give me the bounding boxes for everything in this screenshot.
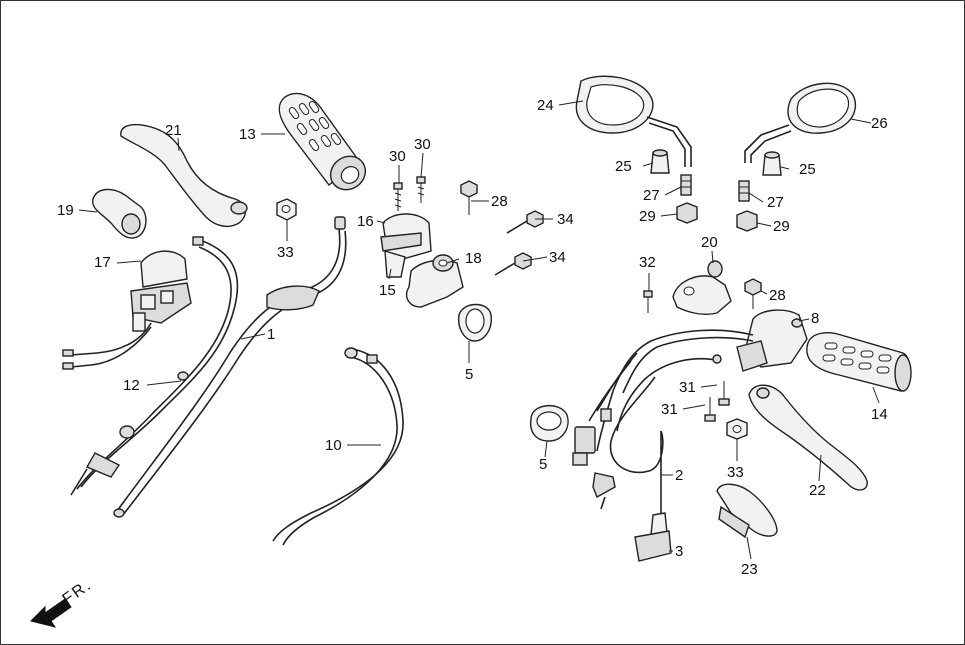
throttle-housing	[380, 213, 432, 278]
switch-wire-a	[70, 322, 152, 356]
label-33-left: 33	[277, 244, 294, 261]
front-direction-arrow: FR.	[30, 576, 96, 628]
mirror-boot-left	[650, 149, 670, 174]
clutch-cable	[70, 236, 239, 496]
rubber-boot	[634, 512, 672, 562]
label-23: 23	[741, 561, 758, 578]
label-12: 12	[123, 377, 140, 394]
brake-line-2	[609, 376, 664, 513]
label-8: 8	[811, 310, 819, 327]
label-26: 26	[871, 115, 888, 132]
label-33-right: 33	[727, 464, 744, 481]
clutch-lever	[120, 124, 248, 228]
label-25-left: 25	[615, 158, 632, 175]
bolt-34a	[506, 210, 544, 234]
front-label: FR.	[60, 576, 96, 608]
adapter-right	[738, 180, 750, 202]
label-24: 24	[537, 97, 554, 114]
label-27-right: 27	[767, 194, 784, 211]
nut-29-left	[676, 202, 698, 224]
label-27-left: 27	[643, 187, 660, 204]
label-19: 19	[57, 202, 74, 219]
band-clip-left	[458, 303, 492, 342]
bolt-28b	[744, 278, 762, 309]
wire-terminal-a	[62, 349, 74, 357]
label-34-b: 34	[549, 249, 566, 266]
left-mirror	[575, 75, 692, 167]
master-clamp	[672, 260, 732, 316]
label-32: 32	[639, 254, 656, 271]
label-5-left: 5	[465, 366, 473, 383]
right-switch-housing	[736, 309, 808, 372]
label-28-a: 28	[491, 193, 508, 210]
label-25-right: 25	[799, 161, 816, 178]
label-2: 2	[675, 467, 683, 484]
label-15: 15	[379, 282, 396, 299]
label-20: 20	[701, 234, 718, 251]
label-5-right: 5	[539, 456, 547, 473]
right-harness	[572, 329, 754, 510]
switch-wire-b	[70, 326, 152, 368]
adapter-left	[680, 174, 692, 196]
screw-32	[643, 290, 653, 313]
brake-lever	[748, 384, 868, 491]
label-29-right: 29	[773, 218, 790, 235]
label-21: 21	[165, 122, 182, 139]
label-28-b: 28	[769, 287, 786, 304]
grip-end-cap	[92, 188, 147, 239]
label-13: 13	[239, 126, 256, 143]
nut-left	[276, 198, 297, 221]
lever-cap	[716, 483, 778, 539]
screw-30a	[393, 182, 403, 211]
bolt-31b	[704, 397, 716, 422]
band-clip-right	[529, 405, 569, 442]
label-16: 16	[357, 213, 374, 230]
bolt-28a	[460, 180, 478, 215]
label-18: 18	[465, 250, 482, 267]
label-30-a: 30	[389, 148, 406, 165]
leader-lines	[78, 100, 880, 560]
screw-30b	[416, 176, 426, 203]
label-1: 1	[267, 326, 275, 343]
nut-right	[726, 418, 748, 440]
label-30-b: 30	[414, 136, 431, 153]
label-10: 10	[325, 437, 342, 454]
callout-labels: 21 19 17 13 33 30 30 16 15 18 28 34 34 5…	[57, 97, 888, 578]
label-29-left: 29	[639, 208, 656, 225]
right-mirror	[744, 82, 857, 163]
label-31-a: 31	[679, 379, 696, 396]
bolt-31a	[718, 381, 730, 406]
bolt-34b	[494, 252, 532, 276]
right-grip	[806, 332, 912, 392]
label-34-a: 34	[557, 211, 574, 228]
mirror-boot-right	[762, 151, 782, 176]
nut-29-right	[736, 210, 758, 232]
label-14: 14	[871, 406, 888, 423]
label-31-b: 31	[661, 401, 678, 418]
throttle-clamp	[405, 254, 464, 308]
wire-harness-10	[272, 347, 404, 546]
left-grip	[278, 92, 367, 191]
wire-terminal-b	[62, 362, 74, 370]
label-3: 3	[675, 543, 683, 560]
label-22: 22	[809, 482, 826, 499]
left-switch-housing	[130, 250, 192, 332]
label-17: 17	[94, 254, 111, 271]
